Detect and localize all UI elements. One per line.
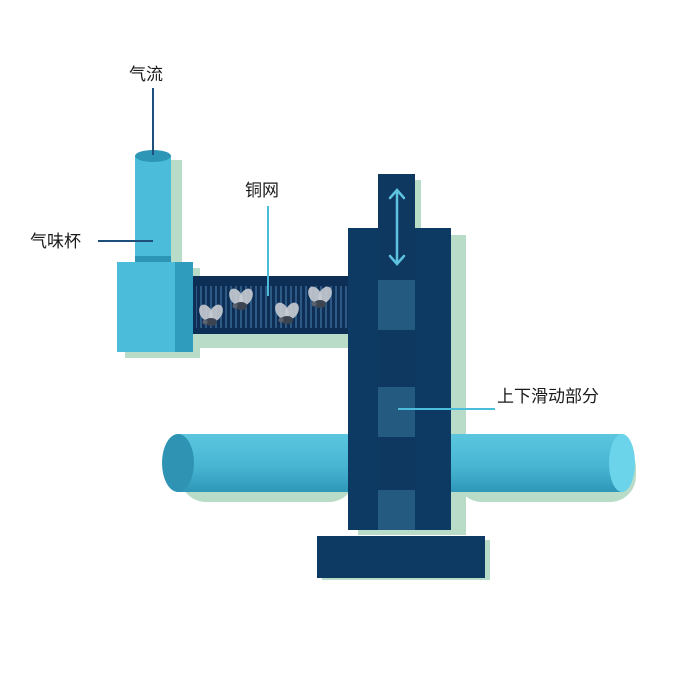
vertical-column bbox=[348, 174, 451, 530]
label-copper-mesh: 铜网 bbox=[245, 181, 279, 201]
label-airflow: 气流 bbox=[129, 65, 163, 85]
leader-lines bbox=[98, 88, 495, 410]
cup-base-box bbox=[117, 262, 193, 352]
label-odor-cup: 气味杯 bbox=[30, 232, 81, 252]
up-down-arrow-icon bbox=[388, 188, 406, 266]
bottom-base bbox=[317, 536, 485, 578]
label-sliding-part: 上下滑动部分 bbox=[497, 387, 599, 407]
odor-cup bbox=[135, 150, 171, 264]
